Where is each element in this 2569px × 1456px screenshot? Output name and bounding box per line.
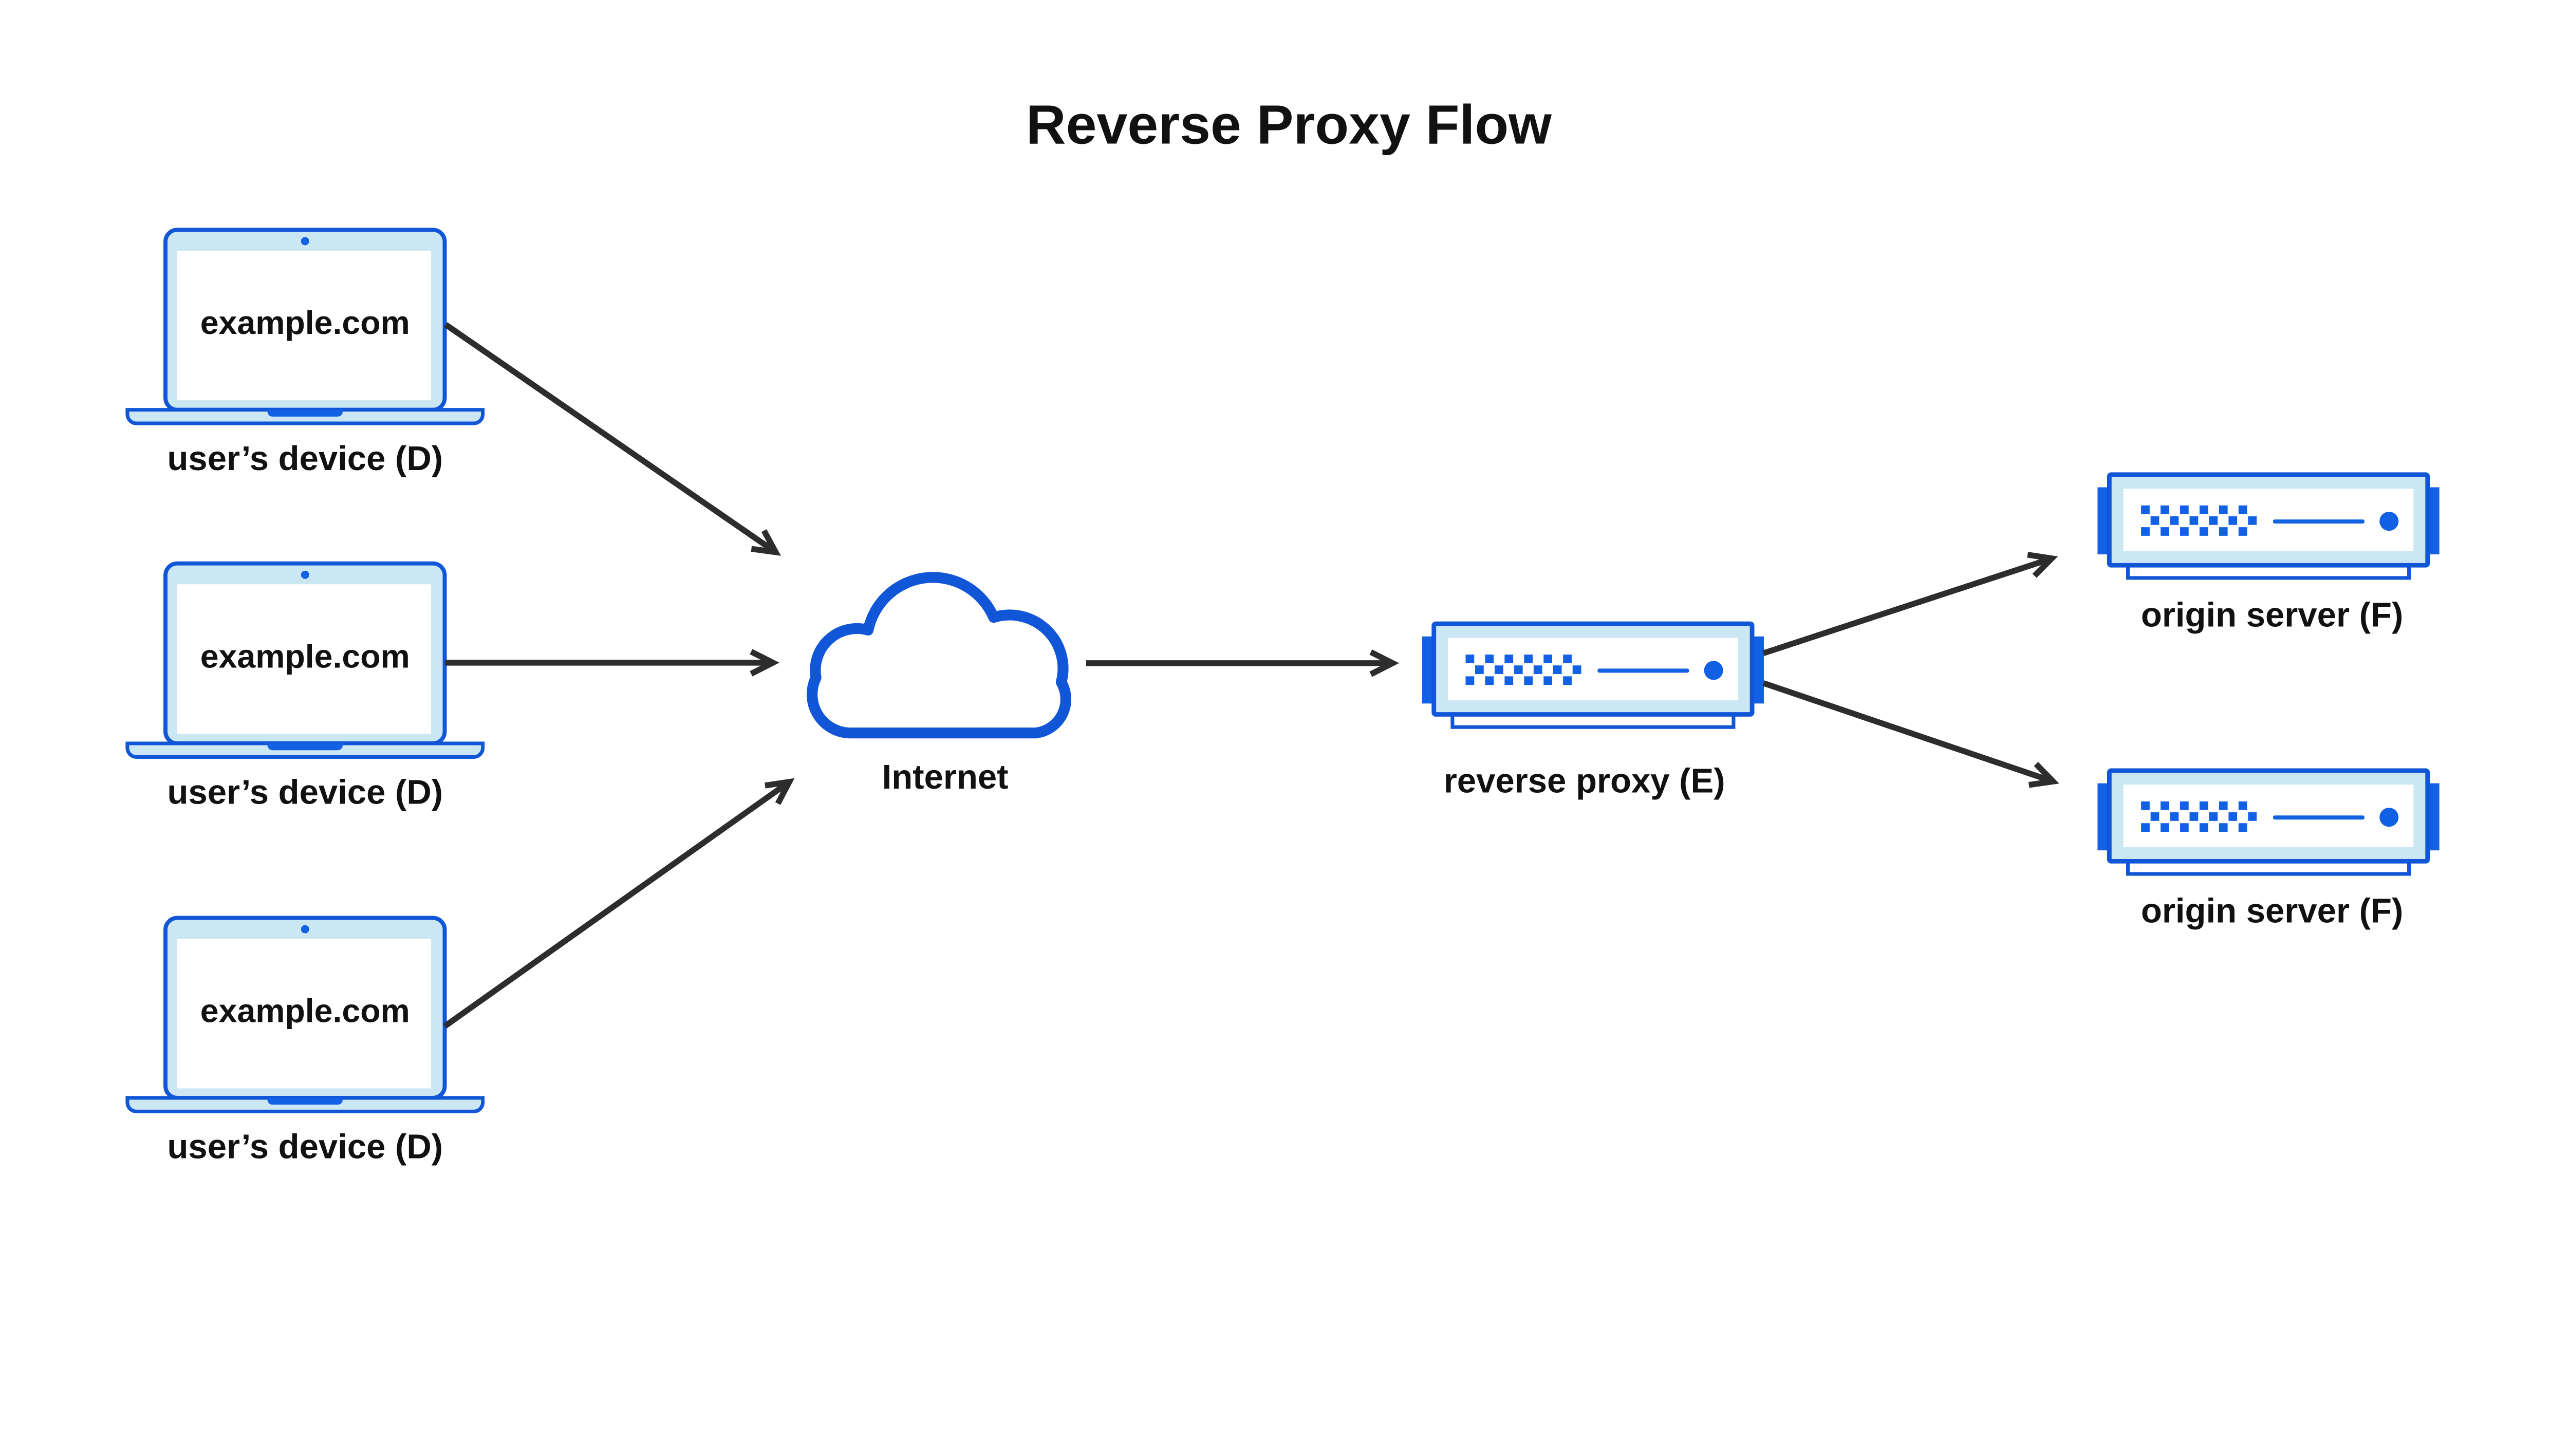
internet-node: Internet [807,572,1071,796]
arrow-device3-to-internet-head [765,778,795,805]
device1-screen-url: example.com [200,304,410,341]
origin-server-2-label: origin server (F) [2141,891,2403,930]
origin-server-1: origin server (F) [2097,475,2439,634]
server-icon [2097,475,2439,578]
arrow-device2-to-internet-head [750,649,779,677]
arrow-device1-to-internet [444,322,775,553]
device1-label: user’s device (D) [167,439,443,478]
cloud-icon [807,572,1071,739]
server-icon [1422,624,1764,727]
diagram-canvas: Reverse Proxy Flow example.com user’s de… [125,94,2442,1166]
reverse-proxy-flow-diagram: Reverse Proxy Flow example.com user’s de… [125,94,2442,1166]
reverse-proxy-node: reverse proxy (E) [1422,624,1764,800]
arrow-proxy-to-origin2 [1762,680,2052,783]
user-device-3: example.com user’s device (D) [127,918,483,1166]
arrow-device1-to-internet-head [751,529,781,556]
arrow-internet-to-proxy-head [1369,649,1400,677]
internet-label: Internet [882,758,1009,796]
arrow-proxy-to-origin1-head [2027,552,2058,578]
server-icon [2097,771,2439,874]
user-device-2: example.com user’s device (D) [127,564,483,811]
origin-server-2: origin server (F) [2097,771,2439,930]
arrow-proxy-to-origin1 [1762,556,2051,656]
page-title: Reverse Proxy Flow [1026,94,1552,156]
device2-label: user’s device (D) [167,773,443,811]
arrow-device3-to-internet [443,781,789,1029]
flow-arrows [443,322,2059,1029]
device3-label: user’s device (D) [167,1127,443,1166]
device3-screen-url: example.com [200,993,410,1030]
user-device-1: example.com user’s device (D) [127,230,483,478]
reverse-proxy-label: reverse proxy (E) [1444,761,1725,800]
arrow-proxy-to-origin2-head [2028,761,2059,788]
device2-screen-url: example.com [200,638,410,675]
origin-server-1-label: origin server (F) [2141,595,2403,634]
